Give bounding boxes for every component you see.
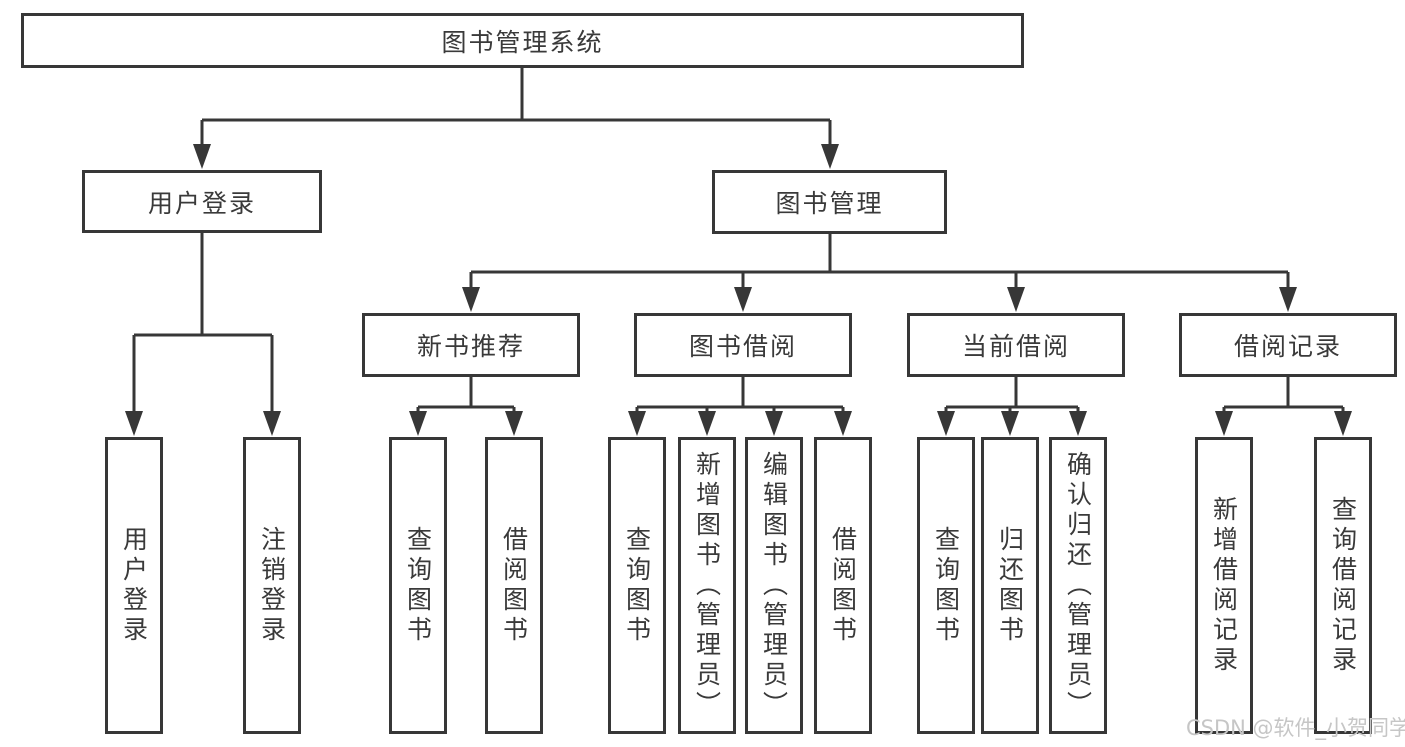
node-user-login: 用户登录	[82, 170, 322, 233]
leaf-borrow-books-recommend: 借阅图书	[485, 437, 543, 734]
leaf-logout-label: 注销登录	[257, 525, 287, 646]
node-book-borrowing: 图书借阅	[634, 313, 852, 377]
leaf-borrow-books-recommend-label: 借阅图书	[499, 525, 529, 646]
leaf-add-borrow-record-label: 新增借阅记录	[1209, 495, 1239, 676]
leaf-return-books: 归还图书	[981, 437, 1039, 734]
leaf-edit-books-admin-label: 编辑图书（管理员）	[759, 450, 789, 721]
node-library-system-label: 图书管理系统	[441, 27, 604, 57]
leaf-add-borrow-record: 新增借阅记录	[1195, 437, 1253, 734]
leaf-confirm-return-admin: 确认归还（管理员）	[1049, 437, 1107, 734]
arrowheads	[125, 144, 1352, 436]
leaf-query-books-borrowing: 查询图书	[608, 437, 666, 734]
leaf-add-books-admin: 新增图书（管理员）	[678, 437, 736, 734]
leaf-query-books-current-label: 查询图书	[931, 525, 961, 646]
leaf-borrow-books-borrowing-label: 借阅图书	[828, 525, 858, 646]
leaf-edit-books-admin: 编辑图书（管理员）	[745, 437, 803, 734]
leaf-query-borrow-record-label: 查询借阅记录	[1328, 495, 1358, 676]
node-new-book-recommend: 新书推荐	[362, 313, 580, 377]
leaf-query-books-current: 查询图书	[917, 437, 975, 734]
leaf-query-books-borrowing-label: 查询图书	[622, 525, 652, 646]
node-current-borrowing-label: 当前借阅	[961, 332, 1070, 361]
leaf-logout: 注销登录	[243, 437, 301, 734]
csdn-watermark: CSDN @软件_小贺同学	[1186, 716, 1405, 740]
connector-paths	[132, 68, 1345, 413]
node-user-login-label: 用户登录	[147, 188, 256, 218]
node-book-management-label: 图书管理	[775, 189, 884, 218]
leaf-query-books-recommend: 查询图书	[389, 437, 447, 734]
node-borrow-records: 借阅记录	[1179, 313, 1397, 377]
leaf-confirm-return-admin-label: 确认归还（管理员）	[1063, 450, 1093, 721]
node-library-system: 图书管理系统	[21, 13, 1024, 68]
leaf-user-login: 用户登录	[105, 437, 163, 734]
node-book-borrowing-label: 图书借阅	[688, 332, 797, 361]
leaf-query-borrow-record: 查询借阅记录	[1314, 437, 1372, 734]
leaf-borrow-books-borrowing: 借阅图书	[814, 437, 872, 734]
leaf-query-books-recommend-label: 查询图书	[403, 525, 433, 646]
leaf-return-books-label: 归还图书	[995, 525, 1025, 646]
node-current-borrowing: 当前借阅	[907, 313, 1125, 377]
leaf-user-login-label: 用户登录	[119, 525, 149, 646]
node-new-book-recommend-label: 新书推荐	[416, 332, 525, 361]
node-book-management: 图书管理	[712, 170, 947, 234]
node-borrow-records-label: 借阅记录	[1233, 332, 1342, 361]
leaf-add-books-admin-label: 新增图书（管理员）	[692, 450, 722, 721]
